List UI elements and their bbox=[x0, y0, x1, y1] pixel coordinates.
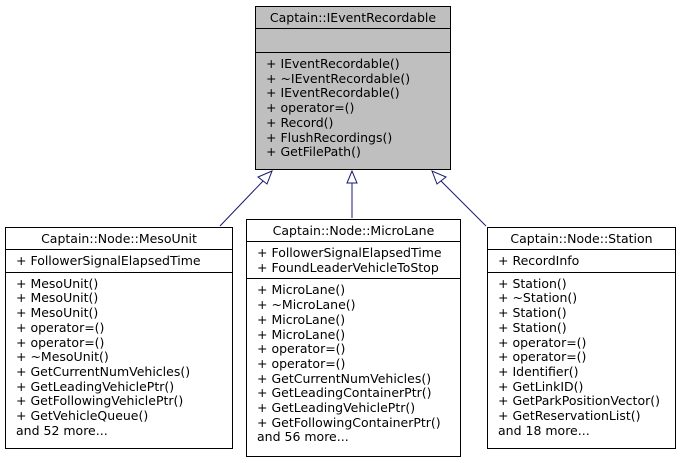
method: + IEventRecordable() bbox=[266, 85, 400, 101]
class-box-microlane[interactable]: Captain::Node::MicroLane + FollowerSigna… bbox=[246, 219, 461, 457]
method: + operator=() bbox=[16, 334, 105, 350]
class-methods: + Station() + ~Station() + Station() + S… bbox=[488, 273, 675, 442]
method: + ~MicroLane() bbox=[257, 297, 356, 313]
class-attributes: + FollowerSignalElapsedTime bbox=[6, 250, 232, 273]
class-attributes: + FollowerSignalElapsedTime + FoundLeade… bbox=[247, 242, 460, 280]
inheritance-arrowhead bbox=[346, 169, 358, 184]
method: + GetLeadingVehiclePtr() bbox=[257, 400, 416, 416]
method: + ~MesoUnit() bbox=[16, 349, 109, 365]
method: + operator=() bbox=[16, 319, 105, 335]
method: + GetLeadingVehiclePtr() bbox=[16, 378, 175, 394]
method: + ~Station() bbox=[498, 290, 578, 306]
method: + GetCurrentNumVehicles() bbox=[257, 370, 432, 386]
method: + operator=() bbox=[257, 341, 346, 357]
method: + GetFollowingVehiclePtr() bbox=[16, 393, 184, 409]
method: + GetLeadingContainerPtr() bbox=[257, 385, 432, 401]
class-methods: + MicroLane() + ~MicroLane() + MicroLane… bbox=[247, 279, 460, 448]
class-methods: + MesoUnit() + MesoUnit() + MesoUnit() +… bbox=[6, 273, 232, 442]
more-methods-note: and 18 more... bbox=[498, 422, 590, 438]
method: + operator=() bbox=[257, 355, 346, 371]
method: + GetReservationList() bbox=[498, 408, 641, 424]
attribute: + RecordInfo bbox=[498, 253, 580, 268]
method: + operator=() bbox=[498, 334, 587, 350]
edge-station-to-parent bbox=[431, 170, 487, 227]
class-attributes-empty bbox=[256, 29, 450, 53]
edge-microlane-to-parent bbox=[346, 169, 358, 218]
method: + operator=() bbox=[498, 349, 587, 365]
more-methods-note: and 56 more... bbox=[257, 429, 349, 445]
method: + Station() bbox=[498, 319, 567, 335]
class-title: Captain::IEventRecordable bbox=[256, 7, 450, 29]
class-title: Captain::Node::MicroLane bbox=[247, 220, 460, 242]
method: + GetCurrentNumVehicles() bbox=[16, 363, 191, 379]
method: + MicroLane() bbox=[257, 282, 346, 298]
method: + Record() bbox=[266, 114, 334, 130]
method: + FlushRecordings() bbox=[266, 129, 393, 145]
class-methods: + IEventRecordable() + ~IEventRecordable… bbox=[256, 53, 450, 163]
method: + Identifier() bbox=[498, 363, 579, 379]
inheritance-arrowhead bbox=[257, 170, 273, 185]
method: + MicroLane() bbox=[257, 311, 346, 327]
method: + GetLinkID() bbox=[498, 378, 584, 394]
method: + Station() bbox=[498, 305, 567, 321]
method: + GetParkPositionVector() bbox=[498, 393, 660, 409]
inheritance-arrowhead bbox=[431, 170, 447, 185]
attribute: + FollowerSignalElapsedTime bbox=[257, 245, 442, 260]
class-box-ieventrecordable[interactable]: Captain::IEventRecordable + IEventRecord… bbox=[255, 6, 451, 170]
attribute: + FollowerSignalElapsedTime bbox=[16, 253, 201, 268]
method: + ~IEventRecordable() bbox=[266, 70, 411, 86]
method: + MicroLane() bbox=[257, 326, 346, 342]
method: + GetFollowingContainerPtr() bbox=[257, 414, 441, 430]
more-methods-note: and 52 more... bbox=[16, 422, 108, 438]
method: + MesoUnit() bbox=[16, 305, 99, 321]
method: + Station() bbox=[498, 275, 567, 291]
method: + MesoUnit() bbox=[16, 275, 99, 291]
class-box-mesounit[interactable]: Captain::Node::MesoUnit + FollowerSignal… bbox=[5, 227, 233, 449]
class-title: Captain::Node::MesoUnit bbox=[6, 228, 232, 250]
attribute: + FoundLeaderVehicleToStop bbox=[257, 259, 439, 275]
method: + GetVehicleQueue() bbox=[16, 408, 149, 424]
method: + MesoUnit() bbox=[16, 290, 99, 306]
edge-mesounit-to-parent bbox=[219, 170, 273, 227]
method: + IEventRecordable() bbox=[266, 56, 400, 71]
class-box-station[interactable]: Captain::Node::Station + RecordInfo + St… bbox=[487, 227, 676, 449]
class-attributes: + RecordInfo bbox=[488, 250, 675, 273]
class-title: Captain::Node::Station bbox=[488, 228, 675, 250]
method: + operator=() bbox=[266, 100, 355, 116]
method: + GetFilePath() bbox=[266, 144, 361, 160]
